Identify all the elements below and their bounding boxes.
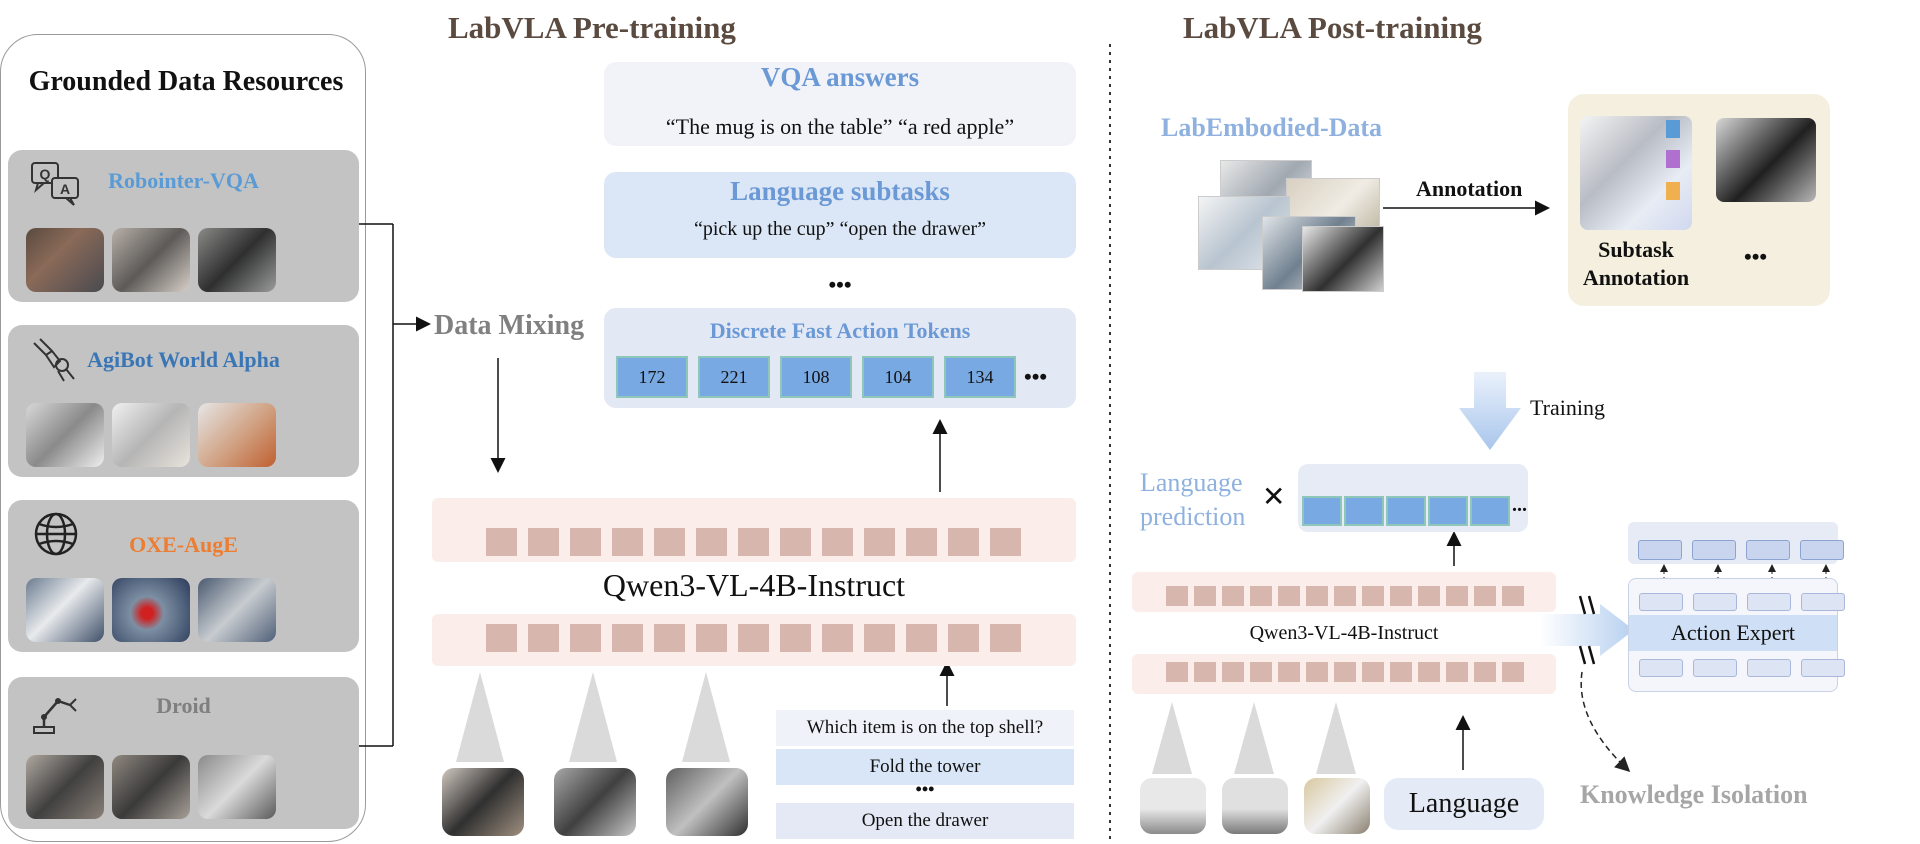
action-token: 108 — [780, 356, 852, 398]
camera-image — [554, 768, 636, 836]
language-subtasks-text: “pick up the cup” “open the drawer” — [693, 218, 987, 240]
knowledge-isolation-label: Knowledge Isolation — [1580, 780, 1808, 809]
action-expert-output — [1628, 522, 1844, 564]
post-llm-bottom-band — [1132, 654, 1556, 694]
thumbnail — [112, 755, 190, 819]
resource-name: AgiBot World Alpha — [87, 347, 280, 372]
action-token: 104 — [862, 356, 934, 398]
post-token-box: ... — [1298, 464, 1528, 532]
prompt-item: Fold the tower — [776, 749, 1074, 785]
post-model-name: Qwen3-VL-4B-Instruct — [1249, 622, 1439, 644]
thumbnail — [112, 228, 190, 292]
prompt-item: Which item is on the top shell? — [776, 710, 1074, 746]
vqa-answers-text: “The mug is on the table” “a red apple” — [665, 114, 1015, 139]
llm-bottom-token-band — [432, 614, 1076, 666]
cross-icon: ✕ — [1262, 482, 1286, 513]
subtask-annotation-text: Subtask Annotation — [1582, 237, 1690, 290]
prompt-item: Open the drawer — [776, 803, 1074, 839]
thumbnail — [112, 578, 190, 642]
annotation-label: Annotation — [1416, 176, 1523, 201]
action-expert-block: Action Expert — [1628, 578, 1845, 692]
annotation-ellipsis: ••• — [1744, 244, 1768, 269]
thumbnail — [112, 403, 190, 467]
resource-name: OXE-AugE — [129, 532, 238, 557]
thumbnail — [198, 578, 276, 642]
qa-chat-icon: Q A — [31, 162, 79, 206]
llm-top-token-band — [432, 498, 1076, 562]
camera-image — [1222, 778, 1288, 834]
camera-image — [1140, 778, 1206, 834]
prediction-token — [1344, 496, 1384, 526]
token-ellipsis: ... — [1512, 494, 1527, 516]
svg-text:A: A — [60, 181, 70, 197]
camera-image — [1304, 778, 1370, 834]
resource-name: Robointer-VQA — [108, 168, 259, 193]
post-vision-cones — [1152, 702, 1356, 774]
thumbnail — [198, 228, 276, 292]
vqa-answers-box: VQA answers “The mug is on the table” “a… — [604, 62, 1076, 146]
thumbnail — [26, 755, 104, 819]
language-subtasks-box: Language subtasks “pick up the cup” “ope… — [604, 172, 1076, 258]
language-subtasks-title: Language subtasks — [730, 176, 950, 206]
resource-card-robointer-vqa: Q A Robointer-VQA — [8, 150, 359, 302]
thumbnail — [26, 578, 104, 642]
action-expert-label: Action Expert — [1629, 615, 1837, 651]
thumbnail — [26, 228, 104, 292]
vqa-answers-title: VQA answers — [760, 62, 920, 92]
action-token: 134 — [944, 356, 1016, 398]
annotation-image — [1716, 118, 1816, 202]
fast-action-tokens-box: Discrete Fast Action Tokens 172 221 108 … — [604, 308, 1076, 408]
resources-title: Grounded Data Resources — [28, 66, 344, 97]
fast-action-tokens-title: Discrete Fast Action Tokens — [709, 318, 971, 343]
prediction-token — [1470, 496, 1510, 526]
resource-card-droid: Droid — [8, 677, 359, 829]
subtask-annotation-card: Subtask Annotation ••• — [1568, 94, 1830, 306]
resource-name: Droid — [156, 693, 211, 718]
resource-card-oxe-auge: OXE-AugE — [8, 500, 359, 652]
action-token: 172 — [616, 356, 688, 398]
annotation-marker — [1666, 150, 1680, 168]
svg-text:Q: Q — [40, 166, 51, 182]
language-input-box: Language — [1384, 778, 1544, 830]
data-mixing-label: Data Mixing — [434, 310, 585, 341]
prediction-token — [1302, 496, 1342, 526]
resource-card-agibot: AgiBot World Alpha — [8, 325, 359, 477]
annotation-marker — [1666, 120, 1680, 138]
language-prediction-label: Language prediction — [1140, 468, 1246, 531]
robot-hand-icon — [33, 338, 75, 382]
thumbnail — [198, 403, 276, 467]
thumbnail — [26, 403, 104, 467]
prediction-token — [1386, 496, 1426, 526]
pretraining-title: LabVLA Pre-training — [448, 10, 736, 45]
thumbnail — [198, 755, 276, 819]
labembodied-data-label: LabEmbodied-Data — [1161, 113, 1383, 142]
data-image — [1302, 226, 1384, 292]
action-token: 221 — [698, 356, 770, 398]
prediction-token — [1428, 496, 1468, 526]
post-llm-top-band — [1132, 572, 1556, 612]
token-ellipsis: ••• — [1024, 364, 1048, 389]
training-label: Training — [1530, 395, 1605, 420]
vision-cones — [456, 672, 730, 762]
camera-image — [666, 768, 748, 836]
robot-arm-icon — [33, 698, 77, 734]
pretrain-model-name: Qwen3-VL-4B-Instruct — [602, 567, 906, 603]
ellipsis: ••• — [828, 272, 852, 297]
prompt-ellipsis: ••• — [915, 778, 935, 799]
camera-image — [442, 768, 524, 836]
annotation-marker — [1666, 182, 1680, 200]
posttraining-title: LabVLA Post-training — [1183, 10, 1482, 45]
globe-icon — [34, 512, 78, 556]
